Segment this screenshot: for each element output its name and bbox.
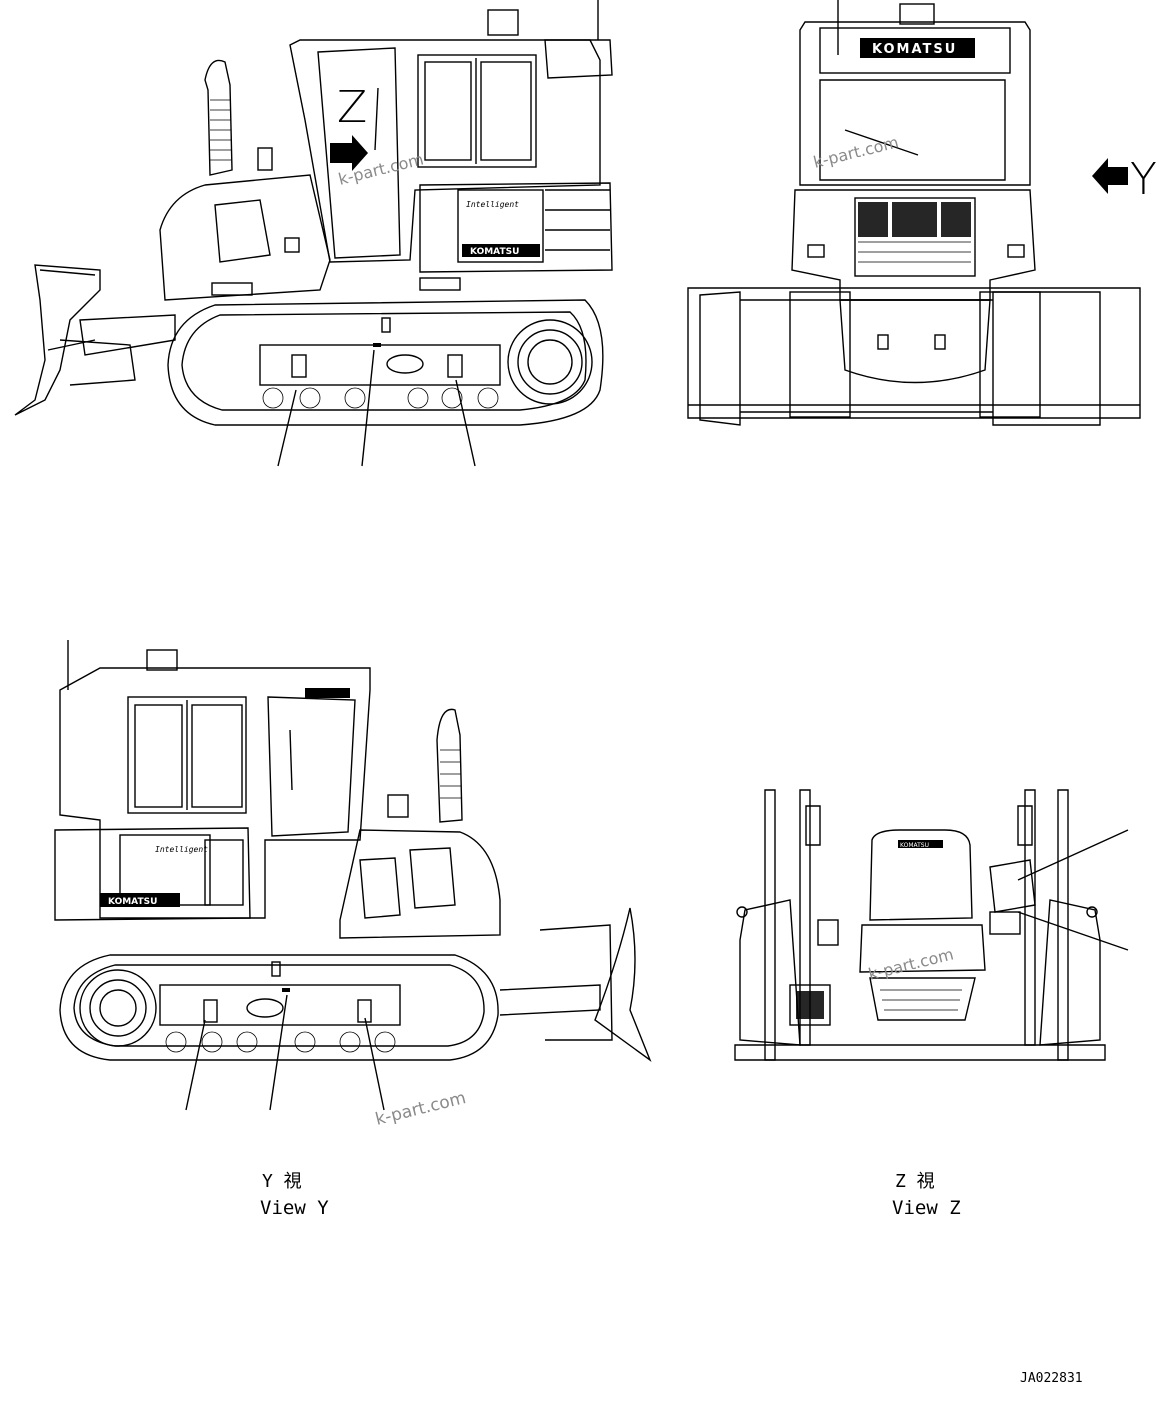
brand-label-view-y: KOMATSU	[108, 897, 157, 907]
marker-y: Y	[1130, 154, 1157, 205]
drawing-number: JA022831	[1020, 1371, 1083, 1386]
brand-label-side: KOMATSU	[470, 247, 519, 257]
marker-z: Z	[337, 82, 367, 133]
side-view-left: Intelligent KOMATSU Z	[14, 0, 613, 467]
caption-view-z-en: View Z	[892, 1197, 961, 1219]
svg-text:Intelligent: Intelligent	[155, 845, 208, 854]
brand-label-front: KOMATSU	[872, 42, 957, 57]
view-z-interior: KOMATSU	[734, 789, 1129, 1061]
brand-label-seat: KOMATSU	[900, 842, 929, 849]
svg-text:Intelligent: Intelligent	[466, 200, 519, 209]
front-view: KOMATSU Y	[687, 0, 1157, 426]
view-y-side: Intelligent KOMATSU	[54, 640, 652, 1111]
watermark-3: k-part.com	[373, 1088, 468, 1130]
caption-view-z-jp: Z 視	[895, 1171, 935, 1192]
watermark-2: k-part.com	[811, 132, 900, 172]
caption-view-y-jp: Y 視	[262, 1171, 302, 1192]
caption-view-y-en: View Y	[260, 1197, 329, 1219]
